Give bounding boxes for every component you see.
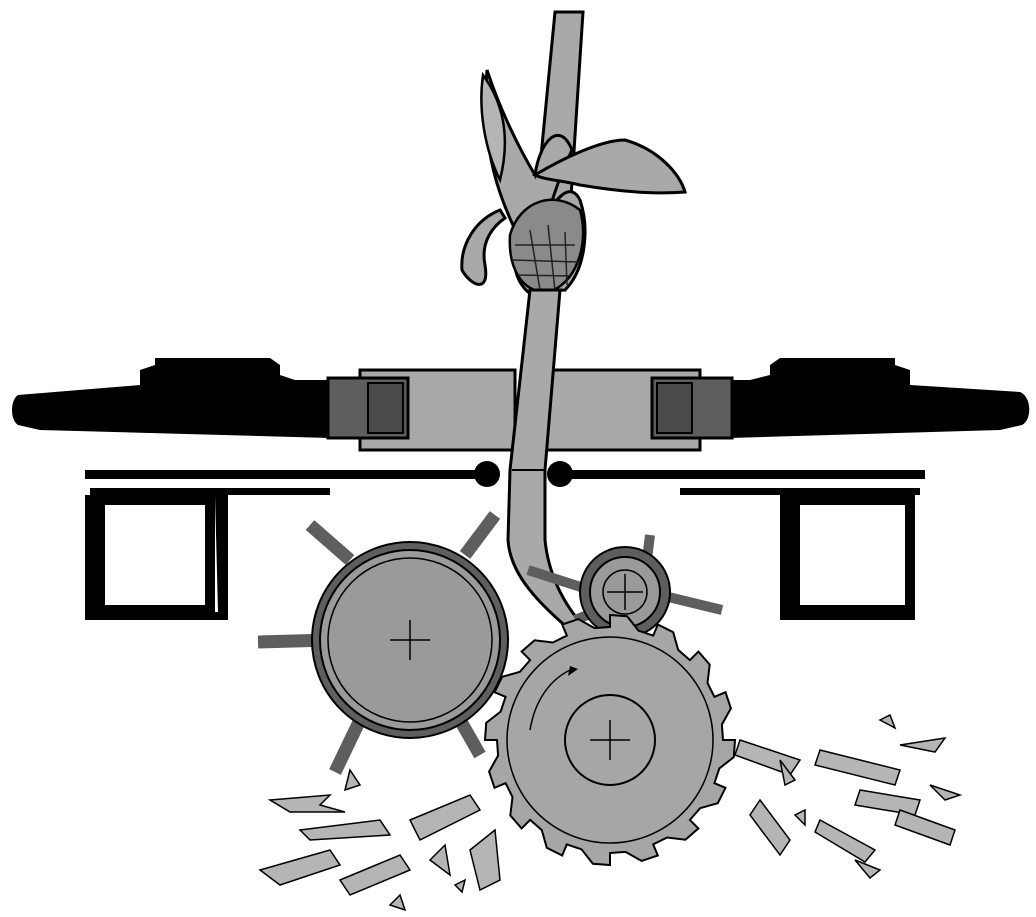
stalk-fragment — [390, 895, 405, 910]
stalk-fragment — [470, 830, 500, 890]
stalk-fragment — [855, 860, 880, 878]
left-deck-plate — [12, 358, 330, 438]
stalk-fragment — [345, 770, 360, 790]
stalk-fragment — [855, 790, 920, 815]
right-deck-plate — [730, 358, 1029, 438]
stalk-fragment — [430, 845, 450, 875]
stripper-plates — [85, 461, 925, 495]
stalk-fragment — [815, 750, 900, 785]
right-frame-bracket — [780, 495, 915, 620]
stalk-fragment — [815, 820, 875, 862]
stalk-fragment — [880, 715, 895, 728]
stalk-fragment — [340, 855, 410, 895]
chopping-cutter-wheel — [485, 615, 735, 865]
stalk-fragment — [410, 795, 480, 840]
stalk-fragment — [455, 880, 465, 892]
left-snapping-roller — [258, 515, 508, 772]
stalk-fragment — [300, 820, 390, 840]
stalk-fragment — [270, 795, 345, 812]
stalk-fragment — [735, 740, 800, 775]
stalk-fragment — [260, 850, 340, 885]
left-frame-bracket — [85, 495, 228, 620]
stalk-fragment — [895, 810, 955, 845]
stalk-fragment — [900, 738, 945, 752]
stalk-fragment — [795, 810, 805, 825]
stalk-fragment — [750, 800, 790, 855]
stalk-fragment — [930, 785, 960, 800]
